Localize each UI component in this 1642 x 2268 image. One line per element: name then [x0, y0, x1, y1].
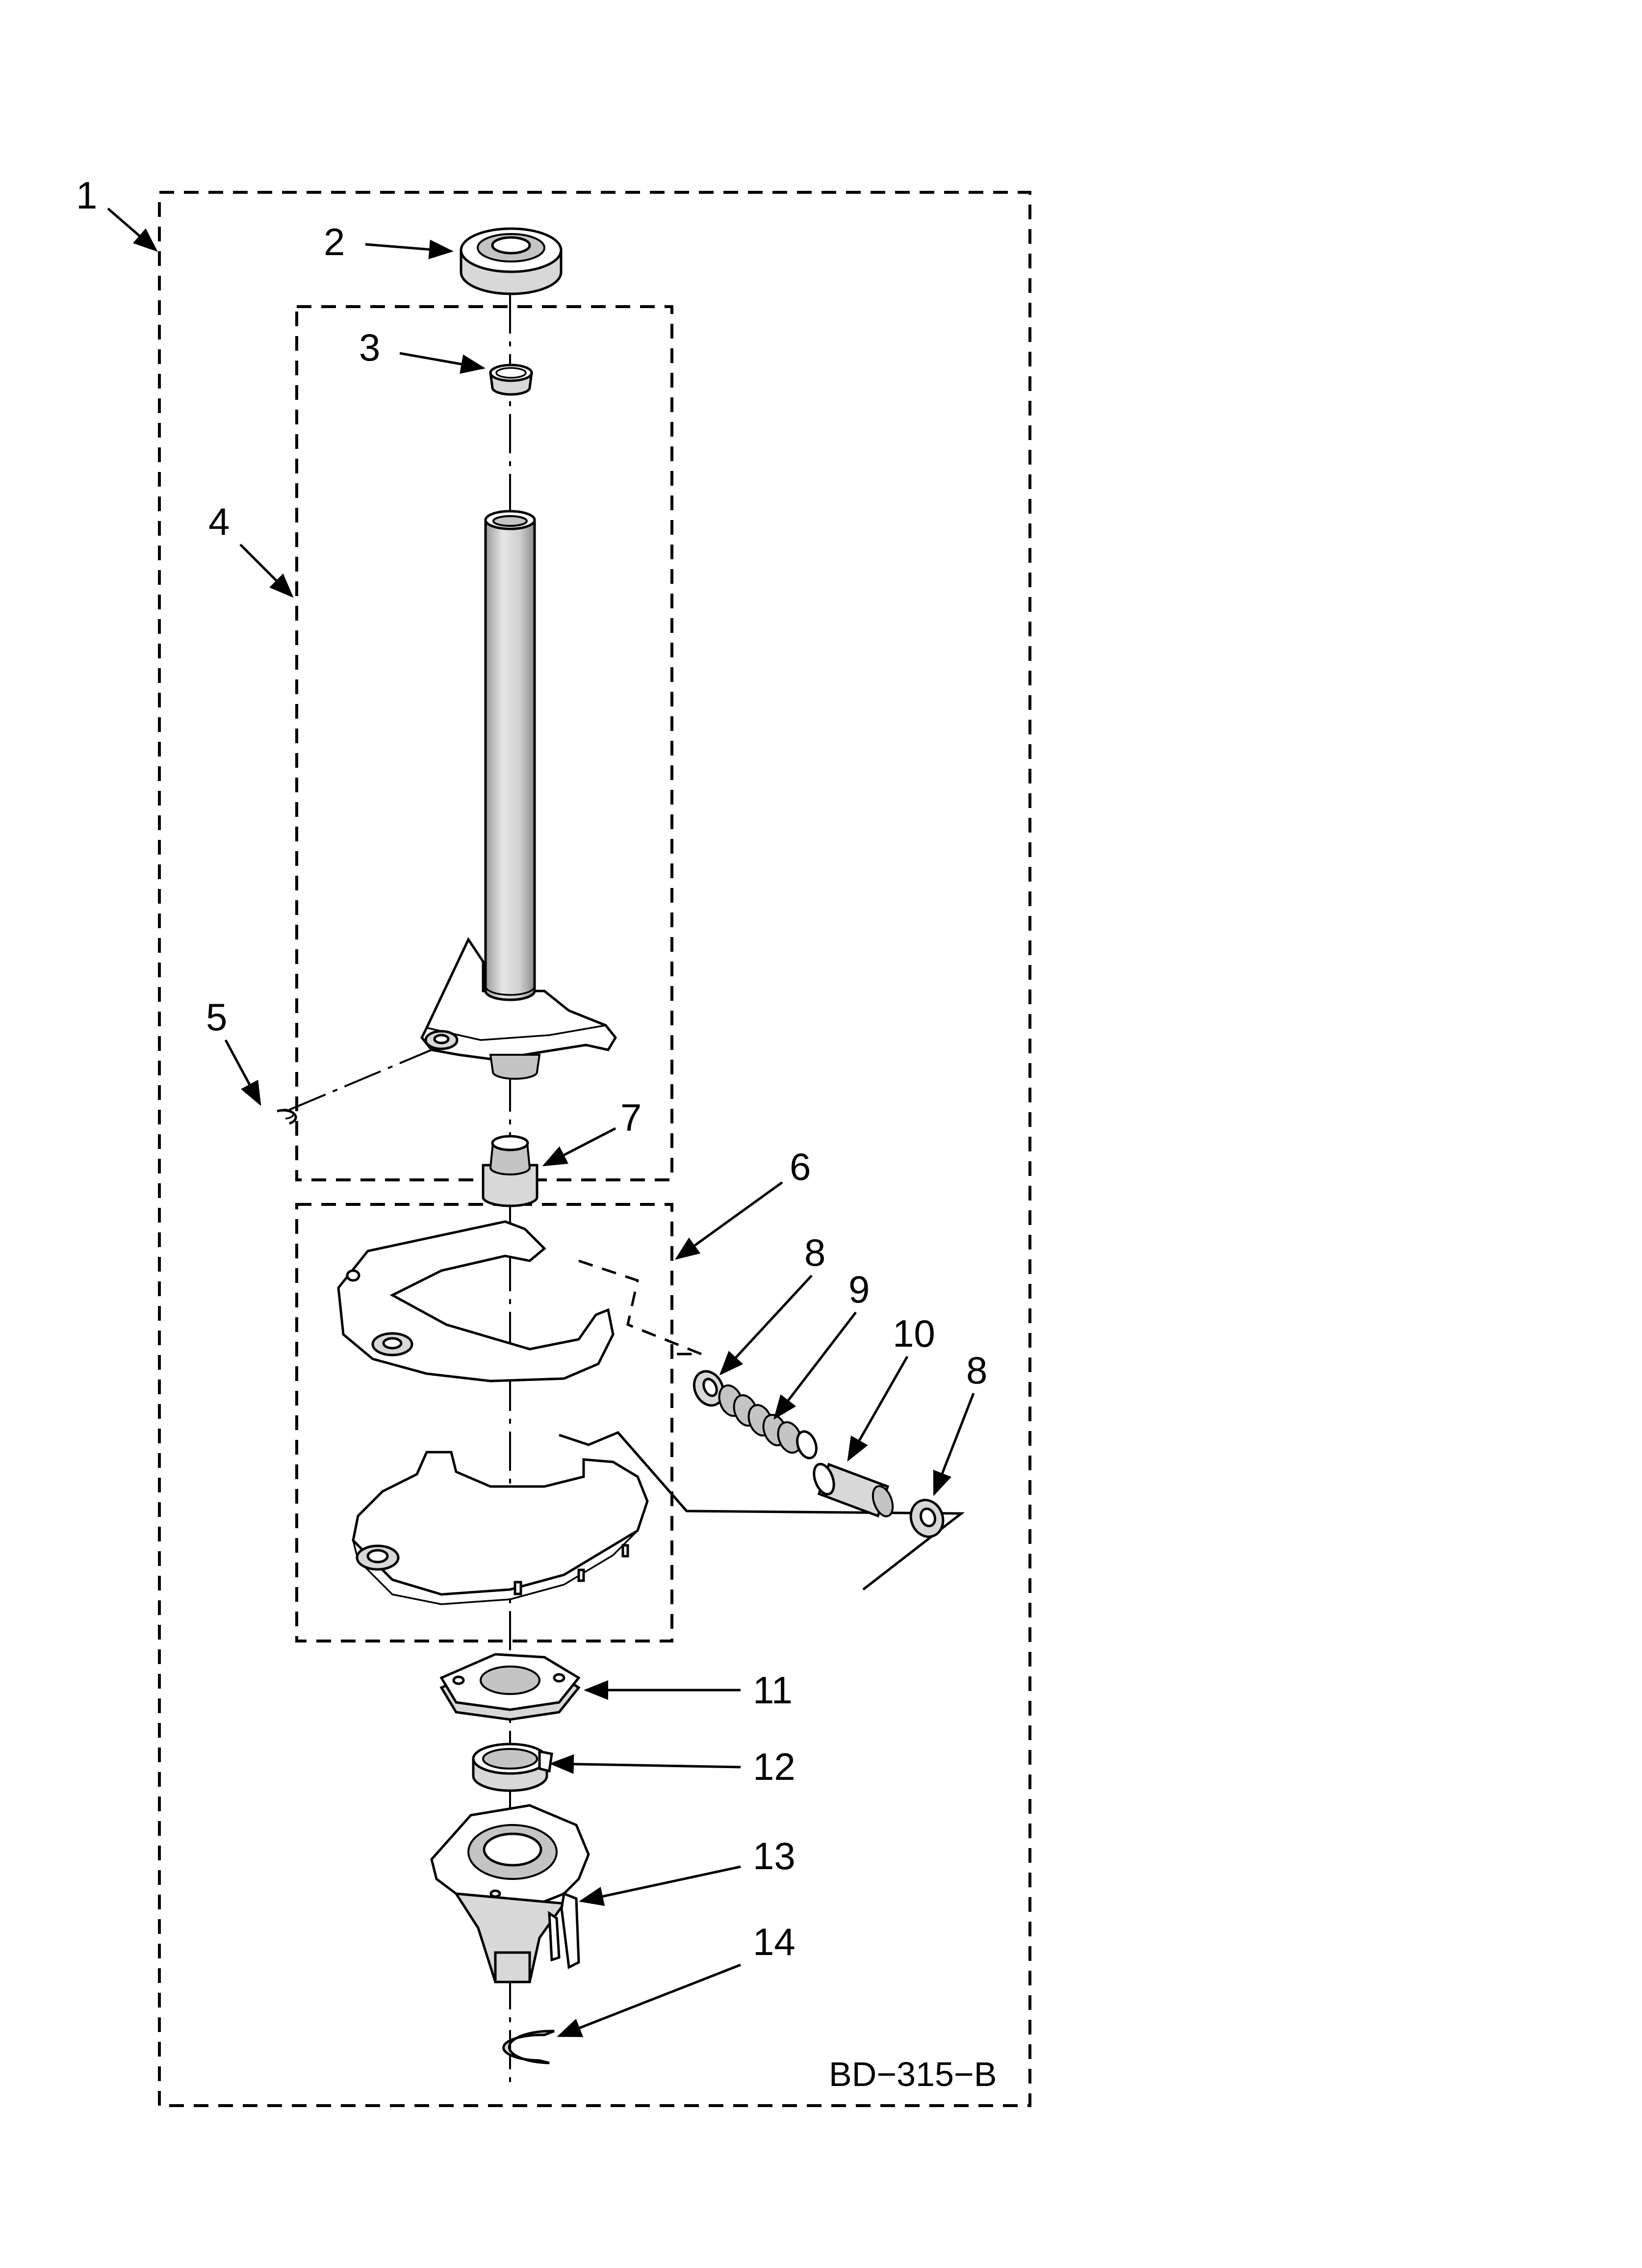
- callout-10: 10: [893, 1312, 935, 1355]
- tube-and-bracket-part-4: [420, 510, 617, 1080]
- callout-2: 2: [324, 220, 345, 263]
- brake-shoe-lower-part-6: [352, 1451, 649, 1605]
- shift-fork-part-13: [430, 1804, 590, 1983]
- spring-subassembly-bracket: [578, 1259, 702, 1356]
- plug-part-7: [482, 1135, 539, 1207]
- callout-5: 5: [206, 995, 227, 1039]
- leader-14: [557, 1963, 741, 2037]
- leader-4: [239, 544, 294, 598]
- bushing-part-3: [489, 364, 533, 396]
- leader-8b: [933, 1393, 975, 1496]
- leader-6: [674, 1181, 783, 1260]
- leader-10: [847, 1356, 909, 1462]
- callout-13: 13: [753, 1834, 795, 1877]
- callout-4: 4: [208, 500, 230, 543]
- washer-part-8-right: [909, 1499, 945, 1538]
- pin-part-10: [813, 1462, 894, 1518]
- leader-8a: [719, 1275, 813, 1376]
- diagram-code: BD−315−B: [829, 2055, 997, 2093]
- spring-subassembly-dash: [617, 1432, 688, 1512]
- collar-part-12: [472, 1743, 553, 1792]
- clip-leader-line: [289, 1049, 432, 1111]
- leader-2: [365, 239, 454, 260]
- leader-7: [542, 1127, 616, 1167]
- callout-14: 14: [753, 1920, 795, 1963]
- callout-1: 1: [76, 174, 97, 217]
- leader-9: [773, 1311, 857, 1420]
- callout-12: 12: [753, 1745, 795, 1788]
- ring-plate-part-11: [439, 1653, 581, 1721]
- leader-1: [107, 208, 158, 252]
- leader-13: [579, 1865, 741, 1906]
- assembly-outline-1: [158, 191, 1031, 2107]
- leader-5: [224, 1039, 261, 1106]
- callout-9: 9: [848, 1268, 870, 1311]
- assembly-outline-6: [295, 1203, 673, 1642]
- seal-part-2: [460, 227, 563, 295]
- leader-12: [549, 1754, 741, 1774]
- callout-3: 3: [359, 326, 380, 369]
- callout-8b: 8: [966, 1349, 987, 1392]
- brake-shoe-upper-part-6: [337, 1220, 615, 1382]
- callout-6: 6: [790, 1145, 811, 1188]
- clip-part-5: [277, 1109, 297, 1125]
- washer-part-8-left: [693, 1370, 725, 1407]
- callout-8a: 8: [804, 1231, 825, 1274]
- leader-3: [399, 352, 486, 374]
- snap-ring-part-14: [502, 2030, 555, 2064]
- callout-7: 7: [620, 1096, 641, 1139]
- callout-11: 11: [753, 1668, 793, 1712]
- spring-part-9: [718, 1384, 818, 1460]
